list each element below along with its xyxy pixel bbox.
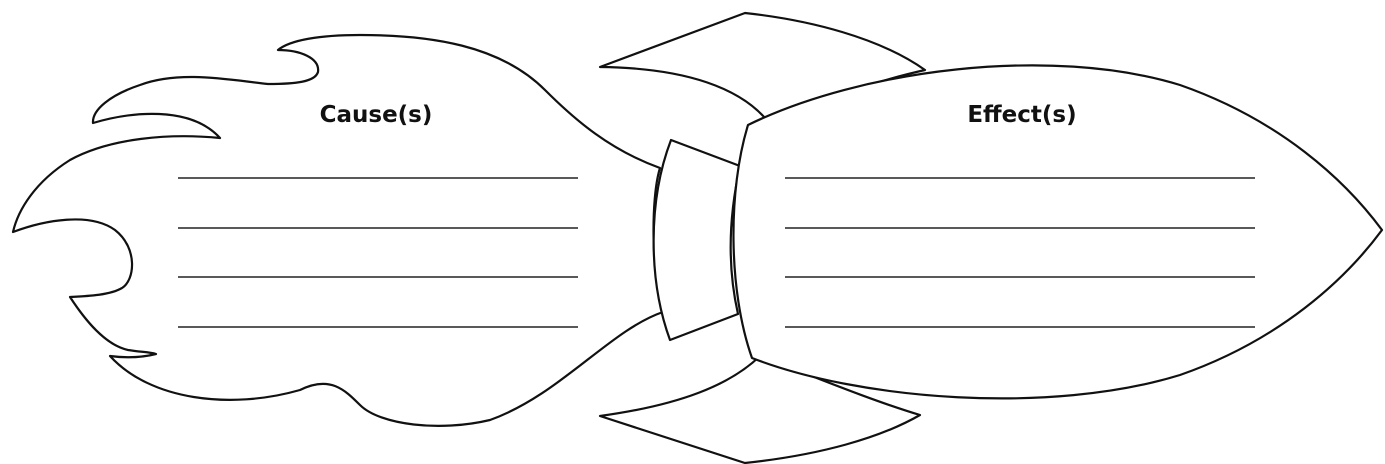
nozzle-shape	[654, 140, 740, 340]
flame-shape	[13, 35, 663, 426]
effect-heading: Effect(s)	[967, 102, 1076, 128]
cause-heading: Cause(s)	[320, 102, 433, 128]
